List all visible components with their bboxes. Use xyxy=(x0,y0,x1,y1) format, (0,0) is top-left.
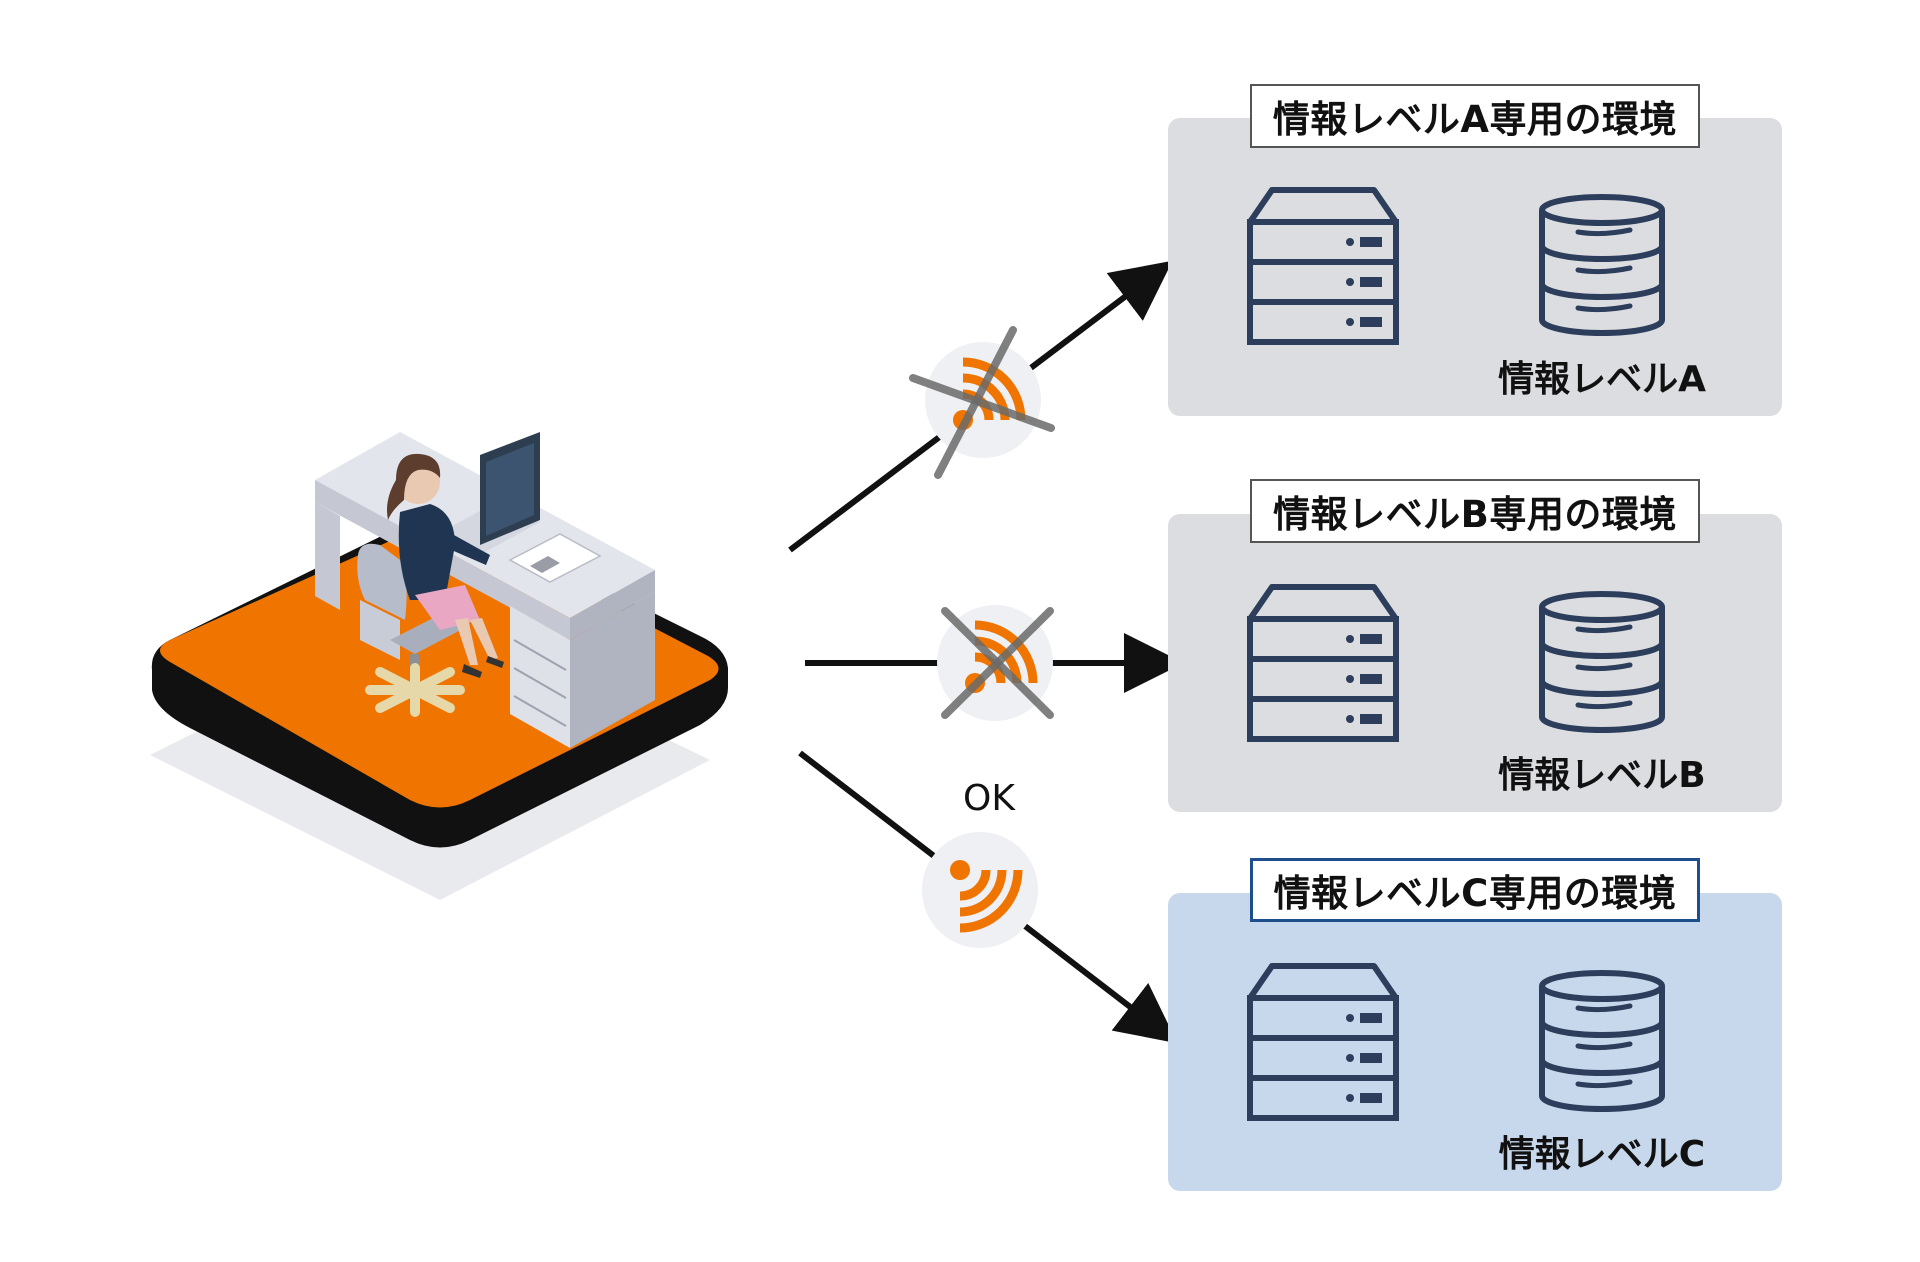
chair-back xyxy=(357,543,407,620)
environment-title-b: 情報レベルB専用の環境 xyxy=(1250,479,1700,543)
chair-base xyxy=(365,663,465,717)
blocked-cross-icon xyxy=(909,326,1055,479)
signal-badge-c xyxy=(922,832,1038,948)
blocked-cross-icon xyxy=(941,607,1054,719)
person-jacket xyxy=(398,504,455,600)
signal-badge-a xyxy=(909,326,1055,479)
database-label-a: 情報レベルA xyxy=(1498,359,1706,400)
document-paper xyxy=(508,533,602,583)
office-worker-illustration xyxy=(150,432,728,900)
desk-drawers xyxy=(510,606,570,748)
desk-leg xyxy=(315,502,340,610)
person-arm xyxy=(440,530,490,565)
person-hair xyxy=(387,453,441,520)
database-label-c: 情報レベルC xyxy=(1498,1134,1706,1175)
signal-badge-b xyxy=(937,605,1054,721)
connection-ok-label: OK xyxy=(963,778,1015,819)
environment-title-c: 情報レベルC専用の環境 xyxy=(1250,858,1700,922)
database-label-b: 情報レベルB xyxy=(1498,755,1706,796)
environment-title-a: 情報レベルA専用の環境 xyxy=(1250,84,1700,148)
